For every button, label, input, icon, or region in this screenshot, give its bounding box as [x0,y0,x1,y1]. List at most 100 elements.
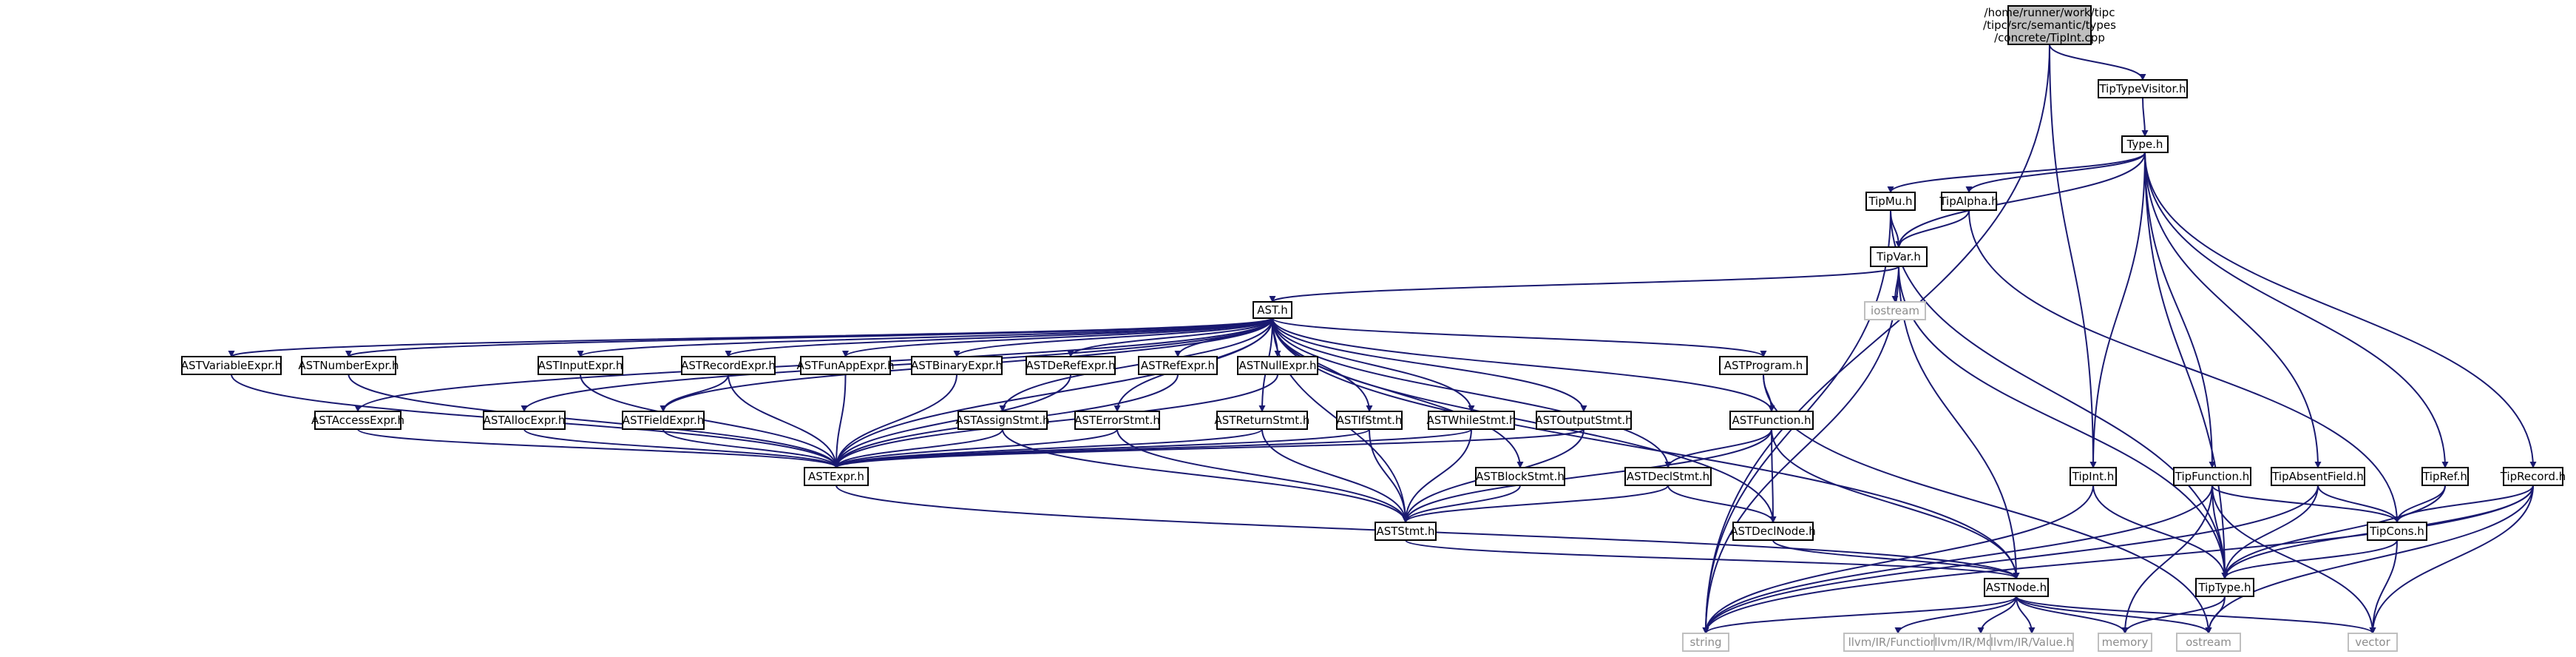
node-tip-record[interactable]: TipRecord.h [2500,467,2566,486]
node-tip-absent-field[interactable]: TipAbsentField.h [2271,467,2365,486]
node-box-astprogram [1719,356,1808,375]
edge-type-to-tip-absent-field [2144,152,2322,468]
node-astdecl-stmt[interactable]: ASTDeclStmt.h [1624,467,1712,486]
node-astbinary-expr[interactable]: ASTBinaryExpr.h [911,356,1003,375]
node-box-tip-type-visitor [2098,79,2188,98]
node-astnumber-expr[interactable]: ASTNumberExpr.h [298,356,399,375]
node-tip-mu[interactable]: TipMu.h [1865,192,1916,211]
node-string: string [1682,633,1729,652]
node-box-astalloc-expr [483,411,566,430]
edge-astfunction-to-aststmt [1402,428,1772,523]
node-label-tip-record: TipRecord.h [2500,470,2566,483]
node-label-astbinary-expr: ASTBinaryExpr.h [911,359,1003,372]
node-tip-var[interactable]: TipVar.h [1870,246,1928,267]
node-label-astassign-stmt: ASTAssignStmt.h [955,414,1049,427]
edge-tip-ref-to-tip-cons [2393,485,2446,523]
node-astalloc-expr[interactable]: ASTAllocExpr.h [483,411,566,430]
node-tip-type[interactable]: TipType.h [2195,578,2254,597]
edge-astde-ref-expr-to-astexpr [833,374,1071,468]
node-astinput-expr[interactable]: ASTInputExpr.h [538,356,623,375]
node-label-astprogram: ASTProgram.h [1724,359,1803,372]
node-tip-function[interactable]: TipFunction.h [2173,467,2251,486]
edge-astfield-expr-to-astexpr [662,428,840,468]
edge-root-to-tip-type-visitor [2049,44,2146,81]
node-astde-ref-expr[interactable]: ASTDeRefExpr.h [1026,356,1116,375]
node-astnull-expr[interactable]: ASTNullExpr.h [1237,356,1318,375]
node-astfield-expr[interactable]: ASTFieldExpr.h [622,411,705,430]
node-type[interactable]: Type.h [2121,135,2169,153]
node-astassign-stmt[interactable]: ASTAssignStmt.h [955,411,1050,430]
node-tip-ref[interactable]: TipRef.h [2421,467,2469,486]
node-astrecord-expr[interactable]: ASTRecordExpr.h [681,356,776,375]
node-tip-type-visitor[interactable]: TipTypeVisitor.h [2098,79,2188,98]
node-astref-expr[interactable]: ASTRefExpr.h [1138,356,1218,375]
edge-asterror-stmt-to-astexpr [833,428,1118,468]
node-label-llvm-function: llvm/IR/Function.h [1848,636,1948,649]
node-label-llvm-value: llvm/IR/Value.h [1990,636,2073,649]
node-box-asterror-stmt [1074,411,1160,430]
node-astif-stmt[interactable]: ASTIfStmt.h [1336,411,1403,430]
node-astdecl-node[interactable]: ASTDeclNode.h [1730,522,1816,541]
edge-asterror-stmt-to-aststmt [1116,428,1409,523]
edge-tip-int-to-string [1702,485,2094,634]
node-label-root: /concrete/TipInt.cpp [1994,31,2105,44]
node-astnode[interactable]: ASTNode.h [1984,578,2049,597]
node-astoutput-stmt[interactable]: ASTOutputStmt.h [1535,411,1633,430]
node-box-root [2007,5,2092,45]
node-vector: vector [2348,633,2398,652]
edge-astdecl-stmt-to-aststmt [1402,485,1669,523]
node-astwhile-stmt[interactable]: ASTWhileStmt.h [1426,411,1516,430]
node-astfun-app-expr[interactable]: ASTFunAppExpr.h [796,356,895,375]
node-label-astaccess-expr: ASTAccessExpr.h [311,414,404,427]
node-box-astblock-stmt [1475,467,1565,486]
node-astvariable-expr[interactable]: ASTVariableExpr.h [181,356,282,375]
edge-tip-absent-field-to-tip-type [2221,485,2319,579]
edge-astnumber-expr-to-astexpr [348,374,840,468]
node-box-astfunction [1729,411,1814,430]
node-label-tip-absent-field: TipAbsentField.h [2271,470,2364,483]
edge-astrecord-expr-to-astfield-expr [660,374,729,412]
node-astblock-stmt[interactable]: ASTBlockStmt.h [1475,467,1565,486]
edge-astnode-to-llvm-value [2016,596,2036,634]
node-tip-cons[interactable]: TipCons.h [2367,522,2427,541]
edge-type-to-tip-function [2144,152,2216,468]
node-label-string: string [1689,636,1721,649]
node-aststmt[interactable]: ASTStmt.h [1375,522,1437,541]
edge-astwhile-stmt-to-astexpr [833,428,1472,468]
node-label-astalloc-expr: ASTAllocExpr.h [484,414,566,427]
node-box-tip-type [2195,578,2254,597]
node-astprogram[interactable]: ASTProgram.h [1719,356,1808,375]
edge-type-to-tip-ref [2144,152,2449,468]
node-box-vector [2348,633,2398,652]
edge-tip-absent-field-to-tip-cons [2317,485,2401,523]
node-label-root: /home/runner/work/tipc [1984,6,2115,19]
node-ast[interactable]: AST.h [1253,301,1292,319]
edge-astdecl-stmt-to-astdecl-node [1667,485,1777,523]
node-box-astfield-expr [622,411,705,430]
node-label-memory: memory [2102,636,2149,649]
edge-tip-type-to-memory [2121,596,2226,634]
node-label-tip-var: TipVar.h [1876,250,1921,263]
edge-tip-absent-field-to-string [1702,485,2319,634]
node-astfunction[interactable]: ASTFunction.h [1729,411,1814,430]
edge-astinput-expr-to-astexpr [580,374,840,468]
node-box-astvariable-expr [181,356,282,375]
node-tip-int[interactable]: TipInt.h [2070,467,2117,486]
edge-astfunction-to-astdecl-stmt [1664,428,1772,468]
edge-astoutput-stmt-to-astexpr [833,428,1584,468]
node-box-astrecord-expr [681,356,776,375]
node-astaccess-expr[interactable]: ASTAccessExpr.h [311,411,404,430]
edge-astwhile-stmt-to-aststmt [1402,428,1472,523]
edge-astnode-to-string [1702,596,2017,634]
node-label-astrecord-expr: ASTRecordExpr.h [681,359,776,372]
node-root[interactable]: /home/runner/work/tipc/tipc/src/semantic… [1983,5,2116,45]
node-astexpr[interactable]: ASTExpr.h [804,467,869,486]
node-astreturn-stmt[interactable]: ASTReturnStmt.h [1215,411,1310,430]
node-tip-alpha[interactable]: TipAlpha.h [1939,192,1999,211]
node-label-tip-ref: TipRef.h [2422,470,2467,483]
node-ostream: ostream [2176,633,2241,652]
node-asterror-stmt[interactable]: ASTErrorStmt.h [1074,411,1160,430]
node-label-astnull-expr: ASTNullExpr.h [1239,359,1317,372]
edge-tip-int-to-tip-type [2092,485,2228,579]
